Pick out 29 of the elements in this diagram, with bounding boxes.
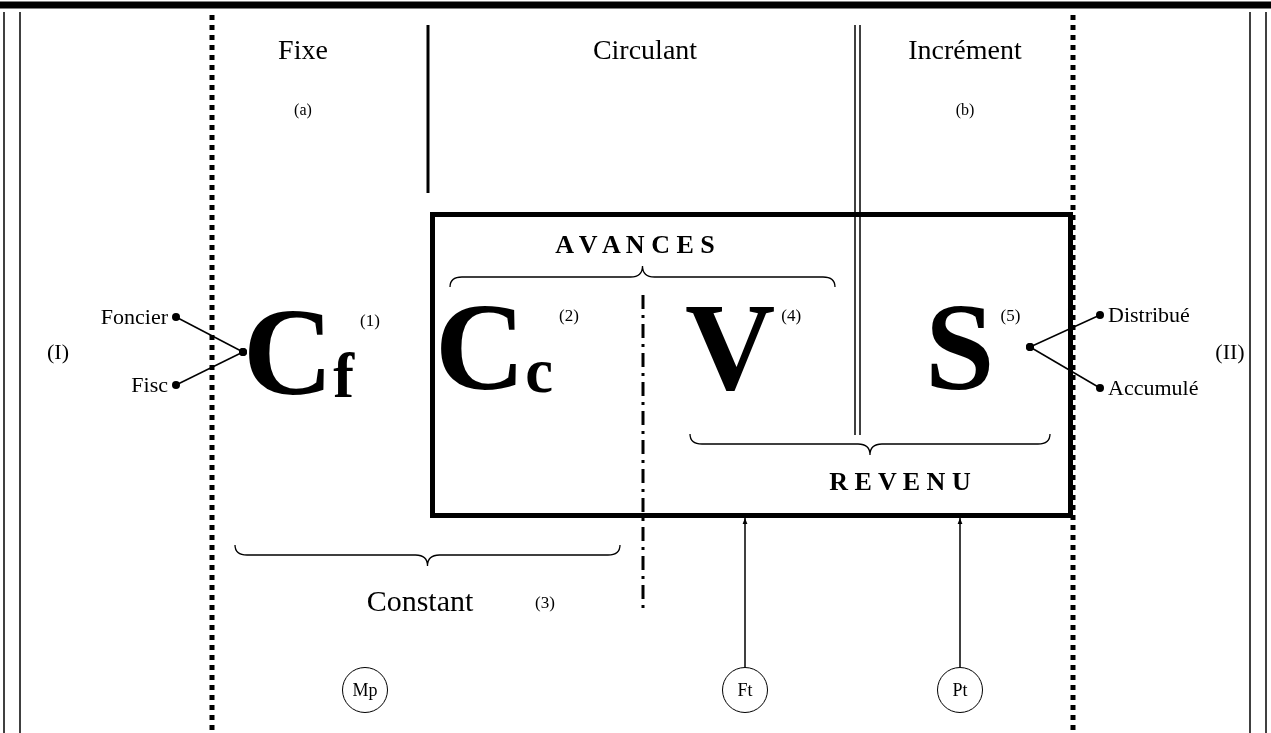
section-heading: A V A N C E S	[555, 230, 715, 260]
connector-line	[1026, 343, 1104, 392]
term-text: Distribué	[1108, 302, 1190, 328]
text-label: Circulant	[592, 34, 698, 66]
text-label: (II)	[1215, 339, 1245, 365]
reference-number: (5)	[1000, 306, 1021, 326]
text-label: Constant	[366, 584, 474, 618]
text-label: (a)	[294, 101, 312, 119]
arrow	[742, 517, 748, 668]
term-text: Accumulé	[1108, 375, 1199, 401]
term-text: Foncier	[100, 304, 168, 330]
connector-line	[172, 348, 247, 389]
text-label: (I)	[47, 339, 69, 365]
reference-number: (4)	[781, 306, 802, 326]
reference-number: (1)	[360, 311, 380, 331]
text-label: (b)	[955, 101, 975, 119]
formula-symbol-text: S	[925, 284, 995, 410]
text-label: Incrément	[908, 34, 1022, 66]
factor-label: Mp	[352, 679, 378, 701]
text-label: (3)	[535, 593, 555, 613]
capital-frame	[430, 212, 1073, 518]
formula-symbol-text: V	[685, 284, 776, 410]
factor-label: Ft	[737, 679, 753, 701]
arrow	[957, 517, 963, 668]
reference-number: (2)	[559, 306, 579, 326]
text-label: Fixe	[278, 34, 328, 66]
section-heading: R E V E N U	[829, 467, 971, 497]
term-text: Fisc	[131, 372, 168, 398]
factor-label: Pt	[952, 679, 968, 701]
